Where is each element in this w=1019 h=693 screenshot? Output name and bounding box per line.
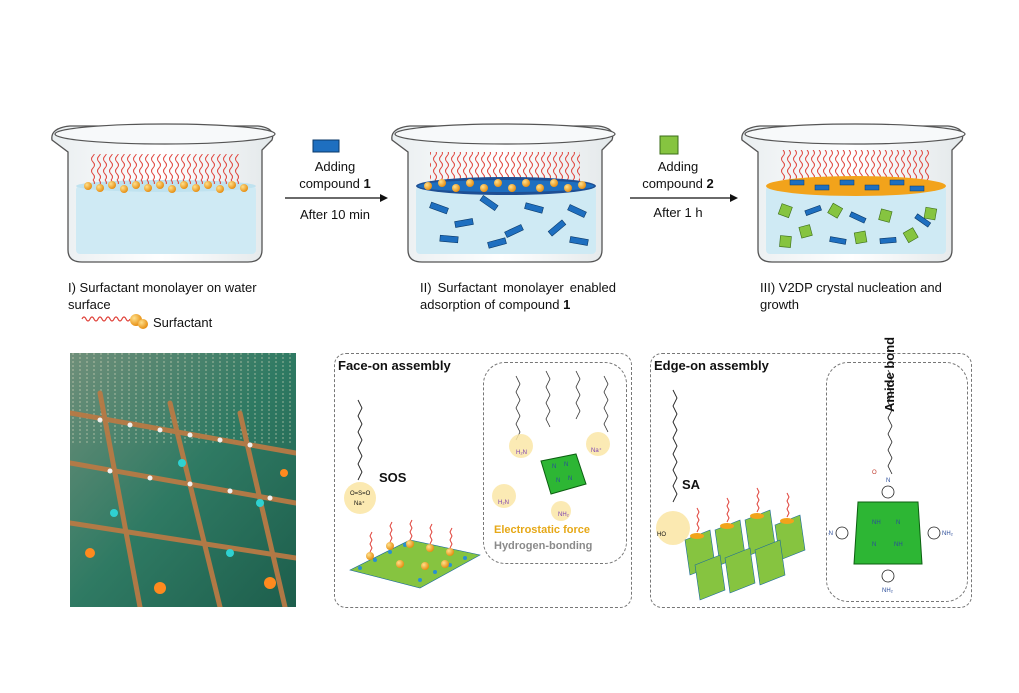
- face-on-title: Face-on assembly: [338, 358, 451, 373]
- na-label: Na⁺: [354, 500, 365, 507]
- edge-on-title: Edge-on assembly: [654, 358, 769, 373]
- nh3-label: Na⁺: [591, 447, 602, 454]
- nh2-bottom: NH₂: [882, 588, 894, 594]
- svg-text:N: N: [556, 478, 560, 484]
- svg-text:N: N: [568, 476, 572, 482]
- svg-text:N: N: [564, 462, 568, 468]
- arrow-2: [630, 135, 738, 202]
- step-1-caption: I) Surfactant monolayer on water surface: [68, 280, 257, 312]
- amide-bond-label: Amide bond: [882, 336, 897, 412]
- beaker-1: [51, 123, 276, 263]
- amide-n-label: N: [886, 478, 890, 484]
- arrow-2-label: Adding compound 2: [642, 159, 714, 191]
- n-label-1: N: [896, 520, 900, 526]
- compound-1-icon: [312, 139, 340, 153]
- sa-label: SA: [682, 477, 701, 492]
- svg-text:O: O: [872, 470, 877, 476]
- sa-chain: [672, 389, 678, 503]
- nh-label-1: NH: [872, 520, 881, 526]
- step-2-caption: II) Surfactant monolayer enabled adsorpt…: [420, 280, 616, 312]
- face-on-inset: [483, 362, 627, 564]
- svg-text:O=S=O: O=S=O: [350, 491, 371, 497]
- edge-on-illustration: HO: [656, 389, 806, 601]
- edge-on-panel: [650, 353, 972, 608]
- electrostatic-force-label: Electrostatic force: [494, 524, 590, 536]
- face-on-illustration: O=S=O Na⁺: [344, 399, 481, 589]
- legend-label: Surfactant: [153, 315, 213, 330]
- face-on-panel: [334, 353, 632, 608]
- nh2-right: NH₂: [942, 531, 954, 537]
- arrow-1: [285, 139, 388, 202]
- arrow-2-time: After 1 h: [653, 205, 703, 220]
- beaker-3: [741, 123, 966, 263]
- compound-1-particles: [429, 194, 589, 249]
- arrow-1-time: After 10 min: [299, 207, 371, 222]
- surfactant-heads-1: [84, 181, 248, 193]
- step-3-caption: III) V2DP crystal nucleation and growth: [760, 280, 942, 312]
- h2n-label-1: H₂N: [516, 450, 527, 456]
- surfactant-legend-icon: [81, 314, 148, 329]
- compound-2-particles: [777, 202, 938, 248]
- nh-label-2: NH: [894, 542, 903, 548]
- sos-chain: [357, 399, 363, 481]
- process-schematic: [51, 123, 966, 329]
- sos-label: SOS: [379, 470, 407, 485]
- face-on-inset-molecule: N N N N H₂N Na⁺ H₂N NH₂: [492, 370, 610, 521]
- surfactant-heads-2: [424, 179, 586, 192]
- beaker-2: [391, 123, 616, 263]
- crystal-rendering-image: [70, 353, 296, 607]
- arrow-1-label: Adding compound 1: [299, 159, 371, 191]
- svg-text:N: N: [552, 464, 556, 470]
- amide-molecule: O N NH N N NH H₂N NH₂ NH₂: [828, 369, 954, 594]
- n-label-2: N: [872, 542, 876, 548]
- ho-label: HO: [657, 532, 666, 538]
- h2n-label-2: H₂N: [498, 500, 509, 506]
- compound-2-icon: [659, 135, 679, 155]
- nh2-label: NH₂: [558, 512, 570, 518]
- hydrogen-bonding-label: Hydrogen-bonding: [494, 540, 593, 552]
- h2n-left: H₂N: [828, 531, 833, 537]
